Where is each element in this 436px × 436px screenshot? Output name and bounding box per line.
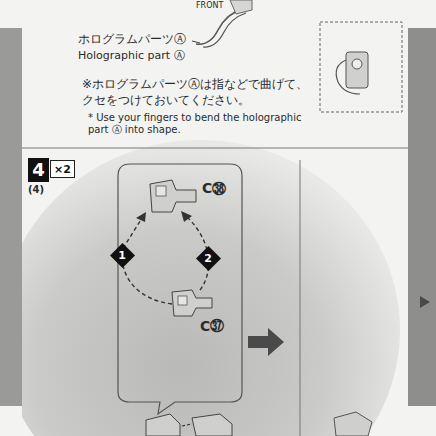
part-name: ホログラムパーツⒶ <box>78 33 186 47</box>
part-shape <box>178 296 187 305</box>
step-arrow <box>420 296 430 308</box>
assembly-path <box>182 424 192 426</box>
arrowhead <box>181 211 192 222</box>
step-sub-number: (4) <box>28 184 44 196</box>
step-diamond: 1 <box>110 243 135 268</box>
diamond-shape <box>110 243 135 268</box>
part-shape <box>352 59 362 69</box>
holographic-part <box>336 60 360 94</box>
divider <box>22 148 408 149</box>
part-shape <box>156 186 166 196</box>
callout-bubble <box>118 164 242 414</box>
table-edge <box>408 28 436 406</box>
arrowhead <box>136 212 146 222</box>
part-code: C㊳ <box>202 180 226 196</box>
view-label: FRONT <box>196 1 223 10</box>
quantity-box: ×2 <box>50 160 75 178</box>
part-shape <box>146 414 180 436</box>
part-name: Holographic part Ⓐ <box>78 50 185 63</box>
step-number: 4 <box>28 158 49 182</box>
diamond-shape <box>196 246 221 271</box>
node-text: ×2 <box>54 164 71 175</box>
part-shape <box>346 52 368 88</box>
shadow <box>22 140 400 436</box>
panel-border <box>300 160 301 436</box>
leader-line <box>192 41 200 43</box>
step-diamond: 2 <box>196 246 221 271</box>
table-edge <box>0 28 22 406</box>
note-text: * Use your fingers to bend the holograph… <box>88 112 306 136</box>
assembly-path <box>122 218 172 304</box>
node-text: 2 <box>204 253 212 264</box>
part-shape <box>230 0 252 14</box>
part-code: C㊲ <box>200 318 224 334</box>
part-shape <box>172 290 212 316</box>
node-text: 4 <box>32 161 45 179</box>
part-shape <box>192 414 232 436</box>
node-text: 1 <box>118 250 126 261</box>
part-shape <box>334 412 372 436</box>
detail-box <box>320 22 402 112</box>
note-text: ※ホログラムパーツⒶは指などで曲げて、クセをつけておいてください。 <box>82 76 318 108</box>
holographic-part <box>203 13 246 47</box>
part-shape <box>150 180 196 212</box>
step-arrow <box>248 328 284 356</box>
